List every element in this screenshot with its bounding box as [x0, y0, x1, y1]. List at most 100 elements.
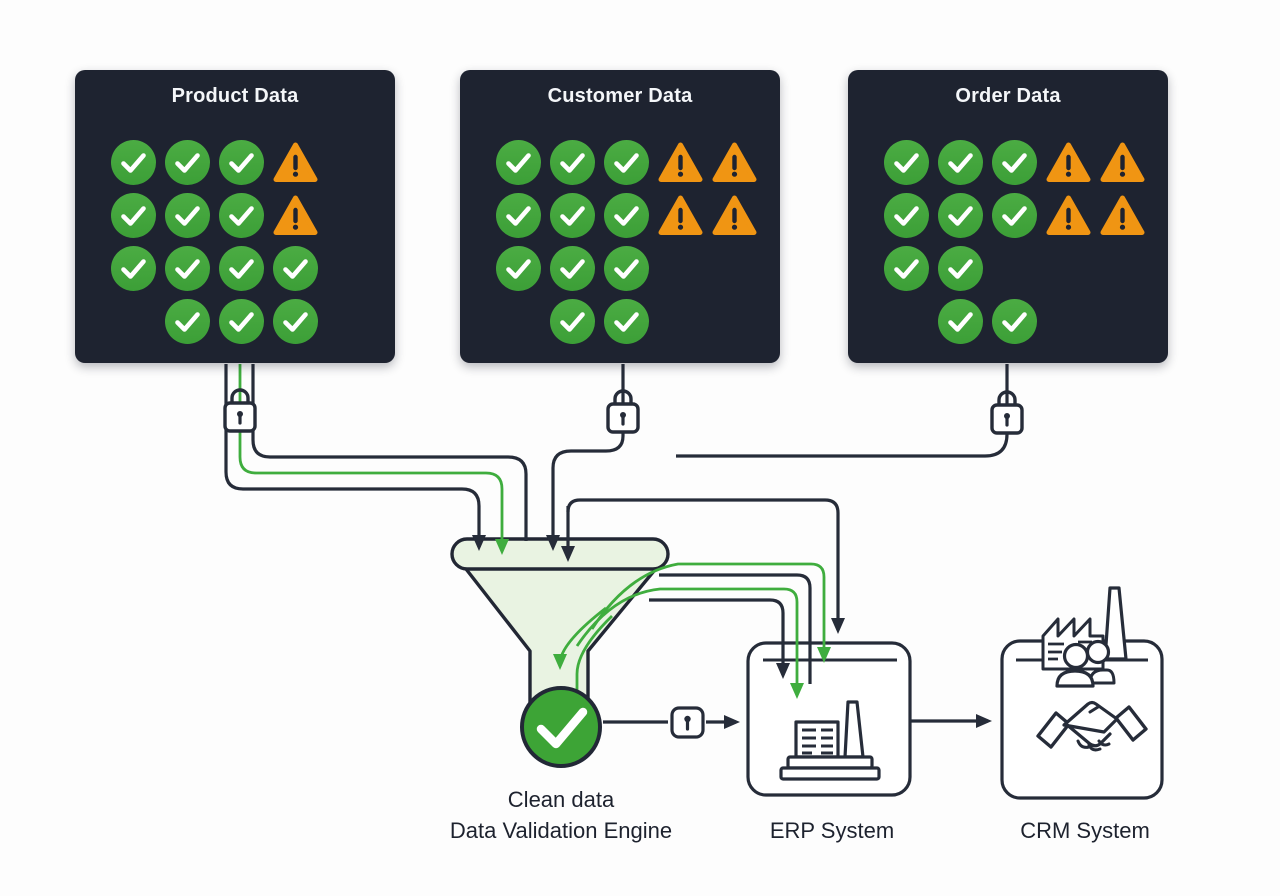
check-glyph — [894, 206, 919, 226]
check-glyph — [1002, 206, 1027, 226]
panel-product-data: Product Data — [75, 70, 395, 363]
check-glyph — [506, 153, 531, 173]
check-glyph — [506, 206, 531, 226]
check-icon — [604, 140, 649, 185]
check-icon — [165, 193, 210, 238]
check-icon — [884, 246, 929, 291]
check-icon — [550, 246, 595, 291]
warning-icon — [1046, 140, 1091, 185]
lock-icon — [990, 390, 1024, 435]
check-glyph — [229, 153, 254, 173]
warning-icon — [712, 140, 757, 185]
check-glyph — [506, 259, 531, 279]
check-icon — [938, 246, 983, 291]
check-icon — [111, 246, 156, 291]
check-glyph — [175, 312, 200, 332]
check-icon — [992, 299, 1037, 344]
check-glyph — [948, 259, 973, 279]
check-icon — [219, 246, 264, 291]
check-glyph — [894, 153, 919, 173]
check-glyph — [560, 312, 585, 332]
check-icon — [165, 299, 210, 344]
icon-row — [111, 140, 318, 185]
warning-glyph — [658, 142, 703, 182]
check-icon — [111, 193, 156, 238]
icon-row — [111, 193, 318, 238]
status-icon-grid — [111, 140, 318, 344]
check-glyph — [560, 206, 585, 226]
check-glyph — [283, 259, 308, 279]
check-glyph — [894, 259, 919, 279]
check-glyph — [175, 206, 200, 226]
warning-icon — [1100, 140, 1145, 185]
lock-icon — [223, 388, 257, 433]
factory-icon — [779, 700, 881, 781]
panel-order-data: Order Data — [848, 70, 1168, 363]
panel-title: Order Data — [955, 85, 1061, 107]
check-icon — [938, 193, 983, 238]
status-icon-grid — [496, 140, 757, 344]
lock-icon — [606, 389, 640, 434]
check-icon — [884, 140, 929, 185]
check-glyph — [175, 153, 200, 173]
check-glyph — [948, 206, 973, 226]
warning-icon — [658, 193, 703, 238]
clean-data-label: Clean data — [507, 787, 615, 812]
icon-row — [111, 246, 318, 291]
check-icon — [219, 193, 264, 238]
erp-system-label: ERP System — [769, 818, 895, 843]
funnel-icon — [450, 537, 670, 704]
check-icon — [111, 140, 156, 185]
handshake-icon — [1036, 700, 1148, 752]
warning-icon — [1046, 193, 1091, 238]
check-glyph — [121, 153, 146, 173]
warning-glyph — [1046, 195, 1091, 235]
warning-glyph — [273, 142, 318, 182]
warning-glyph — [1046, 142, 1091, 182]
check-glyph — [560, 153, 585, 173]
check-glyph — [1002, 153, 1027, 173]
check-circle-icon — [520, 686, 602, 768]
check-glyph — [229, 312, 254, 332]
warning-glyph — [273, 195, 318, 235]
icon-row — [496, 246, 757, 291]
check-glyph — [560, 259, 585, 279]
icon-row — [884, 140, 1145, 185]
validation-engine-label: Data Validation Engine — [449, 818, 673, 843]
icon-row — [884, 299, 1145, 344]
warning-glyph — [1100, 142, 1145, 182]
check-glyph — [1002, 312, 1027, 332]
status-icon-grid — [884, 140, 1145, 344]
check-icon — [550, 140, 595, 185]
icon-row — [496, 140, 757, 185]
panel-title: Customer Data — [547, 85, 693, 107]
panel-customer-data: Customer Data — [460, 70, 780, 363]
warning-icon — [712, 193, 757, 238]
check-icon — [165, 140, 210, 185]
check-glyph — [948, 312, 973, 332]
check-icon — [273, 246, 318, 291]
check-icon — [604, 299, 649, 344]
lock-icon — [670, 706, 705, 739]
warning-glyph — [658, 195, 703, 235]
warning-icon — [273, 140, 318, 185]
check-icon — [938, 140, 983, 185]
check-icon — [604, 193, 649, 238]
check-icon — [496, 193, 541, 238]
check-icon — [550, 193, 595, 238]
warning-glyph — [712, 195, 757, 235]
check-icon — [165, 246, 210, 291]
check-glyph — [948, 153, 973, 173]
check-icon — [219, 299, 264, 344]
check-glyph — [229, 206, 254, 226]
check-glyph — [614, 206, 639, 226]
check-glyph — [175, 259, 200, 279]
check-glyph — [283, 312, 308, 332]
check-icon — [938, 299, 983, 344]
check-glyph — [614, 259, 639, 279]
check-icon — [496, 140, 541, 185]
connector-lines — [224, 364, 1009, 729]
check-glyph — [614, 153, 639, 173]
